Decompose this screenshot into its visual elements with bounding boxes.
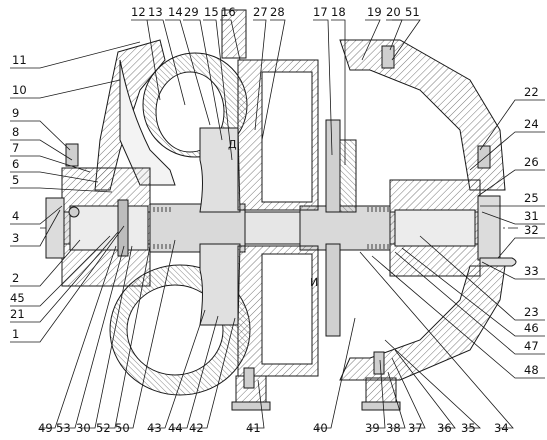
- callout-17: 17: [313, 5, 328, 19]
- callout-52: 52: [96, 421, 111, 435]
- shaft-hub-right: [299, 205, 391, 251]
- right-labyrinth-seal: [367, 207, 389, 249]
- bolt-bottom-right: [373, 351, 385, 375]
- callout-41: 41: [246, 421, 261, 435]
- callout-46: 46: [524, 321, 539, 335]
- callout-42: 42: [189, 421, 204, 435]
- callout-26: 26: [524, 155, 539, 169]
- callout-35: 35: [461, 421, 476, 435]
- turbine-wheel-lower: [325, 243, 341, 337]
- bolt-top-right: [477, 145, 491, 169]
- callout-31: 31: [524, 209, 539, 223]
- bolt-top-left: [65, 143, 79, 167]
- callout-28: 28: [270, 5, 285, 19]
- callout-44: 44: [168, 421, 183, 435]
- callout-13: 13: [148, 5, 163, 19]
- callout-11: 11: [12, 53, 27, 67]
- lower-volute-channel: [126, 284, 224, 376]
- bottom-foot-left: [231, 401, 271, 411]
- bolt-left-flange: [68, 206, 80, 218]
- callout-3: 3: [12, 231, 19, 245]
- section-mark-d: Д: [228, 138, 237, 151]
- section-marks: Д И: [228, 138, 318, 289]
- callout-6: 6: [12, 157, 19, 171]
- left-casing-inner: [119, 59, 176, 186]
- turbine-blade-upper: [339, 139, 357, 213]
- section-mark-i: И: [310, 276, 318, 289]
- right-turbine-casing-lower: [339, 265, 506, 381]
- bolt-bottom-left: [243, 367, 255, 389]
- callout-labels: 12 13 14 29 15 16 27 28 17 18 19 20 51 1…: [10, 5, 539, 435]
- callout-1: 1: [12, 327, 19, 341]
- turbine-wheel-upper: [325, 119, 341, 213]
- callout-2: 2: [12, 271, 19, 285]
- callout-5: 5: [12, 173, 19, 187]
- left-bearing-bore: [69, 205, 149, 251]
- callout-33: 33: [524, 264, 539, 278]
- callout-40: 40: [313, 421, 328, 435]
- callout-45: 45: [10, 291, 25, 305]
- bolt-top-flange: [381, 45, 395, 69]
- callout-51: 51: [405, 5, 420, 19]
- callout-48: 48: [524, 363, 539, 377]
- callout-38: 38: [386, 421, 401, 435]
- callout-20: 20: [386, 5, 401, 19]
- left-impeller: [199, 127, 241, 213]
- callout-21: 21: [10, 307, 25, 321]
- callout-49: 49: [38, 421, 53, 435]
- left-impeller-lower: [199, 243, 241, 326]
- callout-53: 53: [56, 421, 71, 435]
- callout-10: 10: [12, 83, 27, 97]
- callout-50: 50: [115, 421, 130, 435]
- callout-37: 37: [408, 421, 423, 435]
- callout-18: 18: [331, 5, 346, 19]
- right-bearing-bore: [394, 209, 476, 247]
- callout-19: 19: [367, 5, 382, 19]
- callout-43: 43: [147, 421, 162, 435]
- machine-body: [40, 9, 520, 411]
- left-end-cap: [45, 197, 65, 259]
- callout-9: 9: [12, 106, 19, 120]
- callout-47: 47: [524, 339, 539, 353]
- left-labyrinth-seal: [149, 207, 171, 249]
- callout-4: 4: [12, 209, 19, 223]
- right-oil-pipe: [479, 257, 517, 267]
- center-housing-top-cavity: [261, 71, 313, 203]
- callout-23: 23: [524, 305, 539, 319]
- callout-30: 30: [76, 421, 91, 435]
- callout-39: 39: [365, 421, 380, 435]
- callout-27: 27: [253, 5, 268, 19]
- callout-8: 8: [12, 125, 19, 139]
- center-housing-bottom-cavity: [261, 253, 313, 365]
- callout-25: 25: [524, 191, 539, 205]
- callout-14: 14: [168, 5, 183, 19]
- callout-36: 36: [437, 421, 452, 435]
- callout-12: 12: [131, 5, 146, 19]
- callout-32: 32: [524, 223, 539, 237]
- leader-lines: [10, 19, 545, 429]
- callout-29: 29: [184, 5, 199, 19]
- callout-22: 22: [524, 85, 539, 99]
- callout-24: 24: [524, 117, 539, 131]
- bottom-foot-right: [361, 401, 401, 411]
- callout-34: 34: [494, 421, 509, 435]
- callout-15: 15: [204, 5, 219, 19]
- callout-7: 7: [12, 141, 19, 155]
- callout-16: 16: [221, 5, 236, 19]
